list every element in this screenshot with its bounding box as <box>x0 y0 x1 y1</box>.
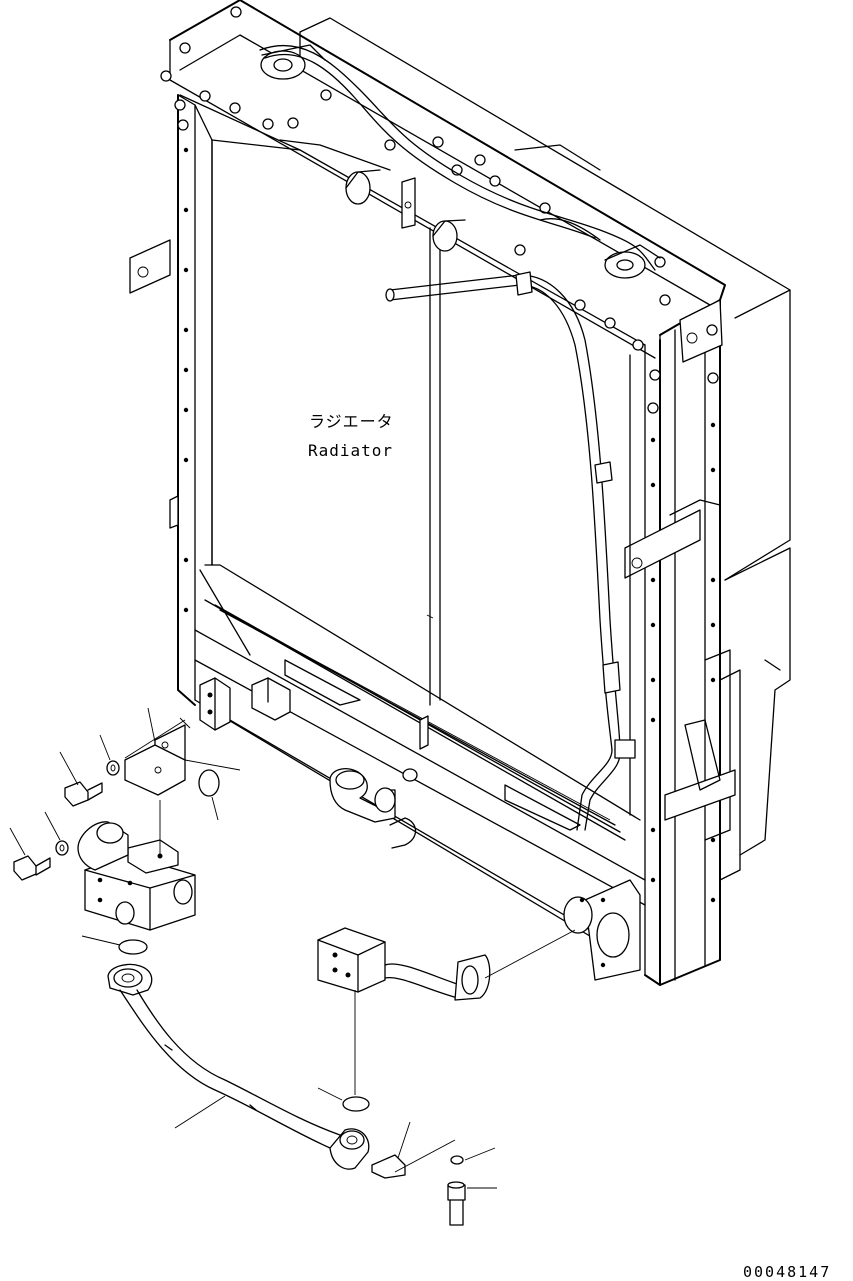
radiator-core <box>211 139 646 816</box>
lower-inlet-elbow <box>329 768 418 849</box>
o-ring-upper <box>198 769 220 797</box>
radiator-label-en: Radiator <box>308 441 394 460</box>
frame-bolts <box>160 6 719 414</box>
radiator-bottom-tank <box>194 564 646 961</box>
washer-upper <box>106 760 120 776</box>
rail-holes <box>183 147 716 903</box>
valve-block-center <box>317 927 491 1001</box>
valve-block-left <box>77 821 196 931</box>
hose-clamp <box>371 1154 406 1179</box>
bolt-bottom <box>447 1181 466 1226</box>
o-ring-left-lower <box>118 939 148 955</box>
top-filler-fittings <box>260 44 661 279</box>
o-ring-center <box>342 1096 370 1112</box>
drawing-number: 00048147 <box>743 1263 832 1281</box>
hose-assembly <box>107 963 370 1170</box>
washer-bottom <box>450 1155 464 1165</box>
bolt-lower <box>13 855 51 881</box>
top-harness <box>259 45 656 271</box>
outlet-flange <box>563 879 641 981</box>
washer-lower <box>55 840 69 856</box>
frame-mount-blocks <box>199 677 291 731</box>
radiator-rear-shroud <box>299 17 791 856</box>
leader-lines <box>9 707 576 1189</box>
bracket-plate <box>124 724 186 796</box>
radiator-label-jp: ラジエータ <box>309 412 394 431</box>
radiator-frame <box>129 0 741 986</box>
overflow-tube <box>385 271 636 831</box>
bolt-upper <box>64 781 103 807</box>
